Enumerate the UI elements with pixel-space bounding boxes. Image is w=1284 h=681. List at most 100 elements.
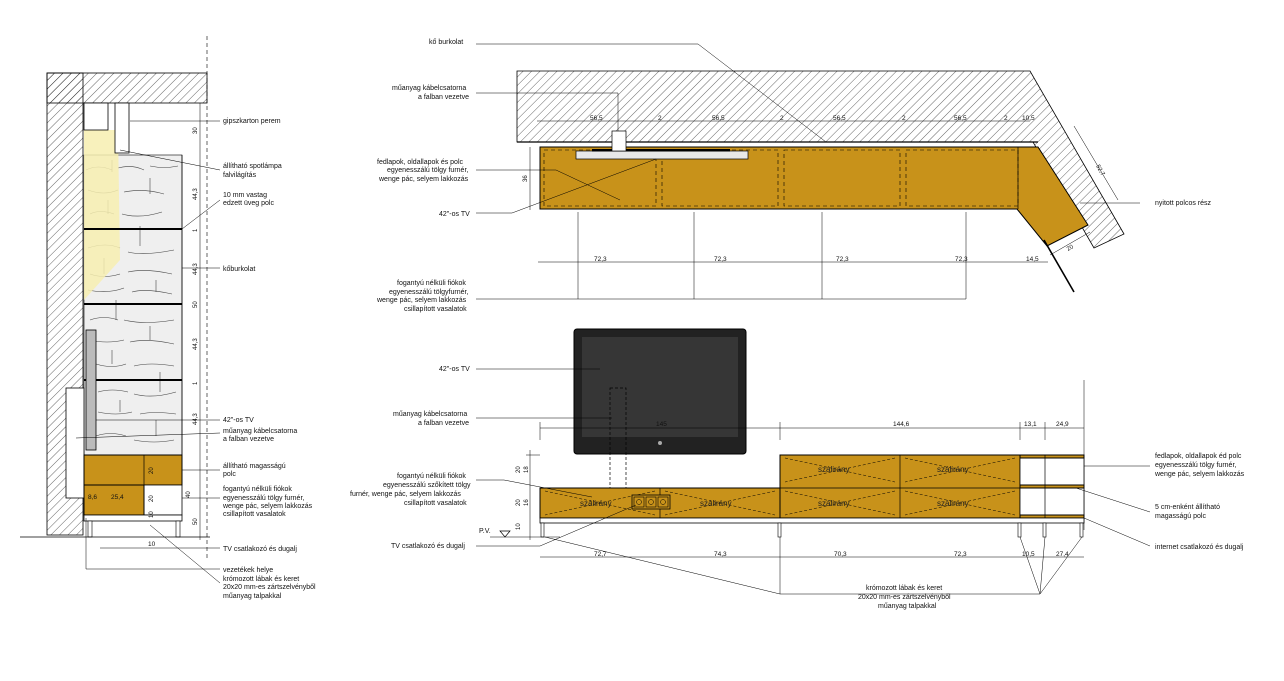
label: a falban vezetve: [418, 94, 469, 101]
dim: 20: [149, 495, 155, 502]
label: wenge pác, selyem lakkozás: [378, 176, 469, 183]
label: P.V.: [479, 528, 491, 535]
label: fedlapok, oldallapok és polc: [377, 159, 464, 166]
grain-label: szálirány: [937, 499, 969, 508]
side-cabinet-drawer: [83, 484, 145, 516]
dim: 72,3: [714, 256, 727, 263]
dim: 36: [523, 175, 529, 182]
dim: 2: [1004, 115, 1008, 122]
top-labels: kő burkolat műanyag kábelcsatorna a falb…: [376, 39, 1212, 313]
dim: 25,4: [111, 494, 124, 501]
tv-side: [85, 329, 97, 451]
dim: 20: [516, 466, 522, 473]
label: műanyag kábelcsatorna: [223, 428, 297, 435]
label: furnér, wenge pác, selyem lakkozás: [350, 491, 461, 498]
label: 42"-os TV: [223, 417, 254, 424]
label: TV csatlakozó és dugalj: [223, 546, 297, 553]
label: a falban vezetve: [223, 436, 274, 443]
label: egyenesszálú tölgy furnér,: [223, 495, 304, 502]
label: kő burkolat: [429, 39, 463, 46]
dim: 52,7: [1094, 164, 1105, 178]
dim: 2: [902, 115, 906, 122]
side-dimensions: 30 44,3 1 44,3 50 44,3 1 44,3 20 20 10 4…: [88, 127, 199, 548]
spot-light-glow: [84, 130, 120, 300]
label: magasságú polc: [1155, 513, 1206, 520]
label: fogantyú nélküli fiókok: [397, 280, 466, 287]
label: internet csatlakozó és dugalj: [1155, 544, 1244, 551]
dim: 1: [193, 381, 199, 385]
label: 5 cm-enként állítható: [1155, 504, 1220, 511]
dim: 10,5: [1022, 115, 1035, 122]
label: állítható magasságú: [223, 463, 286, 470]
label: fogantyú nélküli fiókok: [397, 473, 466, 480]
dim: 30: [193, 127, 199, 134]
grain-label: szálirány: [937, 465, 969, 474]
label: gipszkarton perem: [223, 118, 281, 125]
label: vezetékek helye: [223, 567, 273, 574]
label: egyenesszálú szőkített tölgy: [383, 482, 471, 489]
top-dimensions: 56,5 56,5 56,5 56,5 2 2 2 2 10,5 72,3 72…: [523, 115, 1106, 263]
dim: 20: [149, 467, 155, 474]
label: 10 mm vastag: [223, 192, 267, 199]
label: műanyag kábelcsatorna: [393, 411, 467, 418]
label: csillapított vasalatok: [404, 306, 467, 313]
dim: 20: [516, 499, 522, 506]
dim: 18: [524, 466, 530, 473]
dim: 144,6: [893, 421, 910, 428]
top-leaders: [476, 43, 1140, 300]
dim: 56,5: [954, 115, 967, 122]
label: fedlapok, oldallapok éd polc: [1155, 453, 1242, 460]
label: krómozott lábak és keret: [223, 576, 299, 583]
grain-label: szálirány: [580, 499, 612, 508]
label: krómozott lábak és keret: [866, 585, 942, 592]
dim: 70,3: [834, 551, 847, 558]
label: műanyag talpakkal: [223, 593, 282, 600]
dim: 2: [780, 115, 784, 122]
dim: 10,5: [1022, 551, 1035, 558]
dim: 27,4: [1056, 551, 1069, 558]
top-view: [516, 70, 1125, 293]
dim: 50: [193, 301, 199, 308]
dim: 13,1: [1024, 421, 1037, 428]
dim: 1: [193, 228, 199, 232]
side-leaders: [75, 120, 221, 584]
dim: 8,6: [88, 494, 97, 501]
pv-marker: [499, 530, 511, 538]
grain-label: szálirány: [700, 499, 732, 508]
front-grain-labels: szálirány szálirány szálirány szálirány …: [580, 465, 969, 508]
front-view: [490, 328, 1085, 558]
dim: 20: [1066, 244, 1075, 253]
label: wenge pác, selyem lakkozás: [1154, 471, 1245, 478]
label: 20x20 mm-es zártszelvényből: [223, 584, 316, 591]
dim: 24,9: [1056, 421, 1069, 428]
cabinet-plan: [539, 146, 1089, 247]
dim: 56,5: [590, 115, 603, 122]
label: műanyag talpakkal: [878, 603, 937, 610]
tv-plan: [575, 150, 749, 160]
label: polc: [223, 471, 236, 478]
dim: 56,5: [712, 115, 725, 122]
label: falvilágítás: [223, 172, 257, 179]
label: nyitott polcos rész: [1155, 200, 1212, 207]
dim: 16: [524, 499, 530, 506]
label: egyenesszálú tölgy furnér,: [387, 167, 468, 174]
side-labels: gipszkarton perem állítható spotlámpa fa…: [222, 118, 316, 600]
label: csillapított vasalatok: [223, 511, 286, 518]
cable-duct: [609, 387, 627, 509]
side-section: [20, 36, 210, 560]
label: edzett üveg polc: [223, 200, 274, 207]
front-labels: 42"-os TV műanyag kábelcsatorna a falban…: [350, 366, 1245, 610]
label: 42"-os TV: [439, 211, 470, 218]
socket-plate: [631, 494, 671, 510]
dim: 72,3: [836, 256, 849, 263]
label: 20x20 mm-es zártszelvényből: [858, 594, 951, 601]
label: 42"-os TV: [439, 366, 470, 373]
dim: 10: [148, 541, 156, 548]
dim: 72,7: [594, 551, 607, 558]
label: egyenesszálú tölgyfurnér,: [389, 289, 468, 296]
dim: 72,3: [594, 256, 607, 263]
label: egyenesszálú tölgy furnér,: [1155, 462, 1236, 469]
front-leaders: [476, 368, 1151, 595]
dim: 44,3: [193, 188, 199, 200]
